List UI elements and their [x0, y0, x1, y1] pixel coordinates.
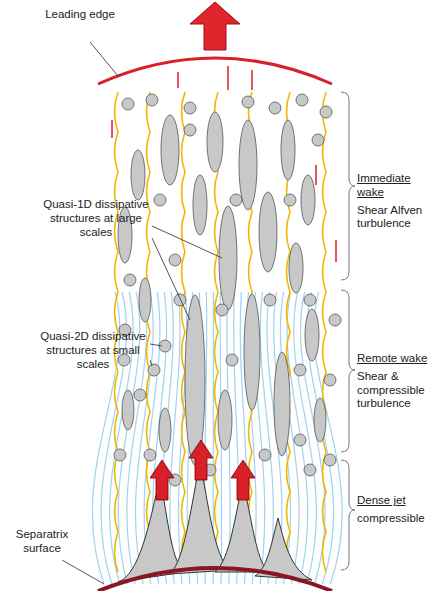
- region-title: Immediate wake: [357, 172, 429, 200]
- large-structure: [281, 120, 295, 180]
- small-structure: [154, 194, 166, 206]
- small-structure: [312, 134, 324, 146]
- current-sheets: [112, 66, 336, 262]
- surface-label: Separatrix surface: [2, 528, 82, 556]
- alfven-line: [147, 92, 151, 572]
- small-structure: [324, 454, 336, 466]
- small-structure: [304, 464, 316, 476]
- small-structure: [294, 434, 306, 446]
- small-structure: [114, 449, 126, 461]
- structure-label: Quasi-1D dissipative structures at large…: [40, 198, 152, 239]
- bracket: [341, 460, 355, 570]
- current-sheet: [177, 72, 179, 88]
- small-structure: [184, 124, 196, 136]
- large-structure: [305, 309, 319, 361]
- large-structure: [161, 115, 179, 185]
- leader-line: [152, 226, 222, 258]
- small-structure: [144, 449, 156, 461]
- small-structure: [320, 106, 332, 118]
- small-structure: [269, 102, 281, 114]
- small-structure: [329, 314, 341, 326]
- small-structure: [259, 449, 271, 461]
- large-structure: [289, 243, 303, 293]
- small-structure: [118, 354, 130, 366]
- small-structure: [230, 194, 242, 206]
- bracket: [341, 92, 355, 280]
- small-structure: [216, 304, 228, 316]
- alfven-line: [323, 92, 327, 572]
- structure-label: Quasi-2D dissipative structures at small…: [36, 330, 150, 371]
- large-structure: [122, 390, 134, 430]
- separatrix-arc: [98, 568, 332, 591]
- small-structure: [264, 294, 276, 306]
- small-structure: [284, 194, 296, 206]
- current-sheet: [315, 165, 317, 185]
- alfven-line: [182, 92, 186, 572]
- small-structure: [294, 364, 306, 376]
- edge-label: Leading edge: [42, 8, 118, 22]
- small-structure: [324, 374, 336, 386]
- flow-arrow: [231, 460, 255, 500]
- small-structure: [242, 96, 254, 108]
- large-structure: [139, 278, 151, 322]
- large-structure: [244, 294, 260, 410]
- dissipative-structures: [114, 94, 341, 486]
- current-sheet: [335, 240, 337, 262]
- large-structure: [274, 352, 290, 456]
- small-structure: [148, 364, 160, 376]
- small-structure: [146, 94, 158, 106]
- motion-arrow: [190, 2, 240, 50]
- leader-line: [90, 42, 118, 76]
- jet-arrows: [150, 440, 255, 500]
- brackets: [341, 92, 355, 570]
- region-description: Shear Alfven turbulence: [357, 204, 429, 232]
- large-structure: [314, 398, 326, 442]
- current-sheet: [111, 120, 113, 138]
- bracket: [341, 290, 355, 452]
- large-structure: [301, 175, 315, 225]
- flow-arrow: [150, 460, 174, 500]
- region-description: compressible: [357, 512, 429, 526]
- leader-line: [152, 238, 190, 320]
- small-structure: [174, 294, 186, 306]
- alfven-lines: [115, 92, 327, 572]
- small-structure: [169, 254, 181, 266]
- leader-lines: [62, 42, 222, 584]
- current-sheet: [227, 66, 229, 90]
- large-structure: [131, 150, 145, 200]
- leading-edge-arc: [98, 58, 332, 84]
- leader-line: [150, 344, 162, 346]
- small-structure: [184, 102, 196, 114]
- small-structure: [296, 94, 308, 106]
- large-structure: [218, 390, 232, 450]
- small-structure: [124, 274, 136, 286]
- region-title: Dense jet: [357, 494, 429, 508]
- large-structure: [207, 112, 223, 172]
- large-structure: [259, 192, 277, 272]
- current-sheet: [251, 70, 253, 90]
- flow-arrow: [189, 440, 213, 480]
- large-structure: [159, 408, 171, 452]
- large-structure: [239, 120, 257, 210]
- large-structure: [185, 295, 205, 465]
- small-structure: [226, 354, 238, 366]
- small-structure: [122, 98, 134, 110]
- leader-line: [150, 360, 152, 366]
- region-title: Remote wake: [357, 352, 429, 366]
- region-description: Shear & compressible turbulence: [357, 370, 429, 411]
- small-structure: [304, 294, 316, 306]
- dense-jet: [118, 462, 312, 582]
- large-structure: [193, 175, 207, 235]
- small-structure: [134, 389, 146, 401]
- leader-line: [62, 560, 104, 584]
